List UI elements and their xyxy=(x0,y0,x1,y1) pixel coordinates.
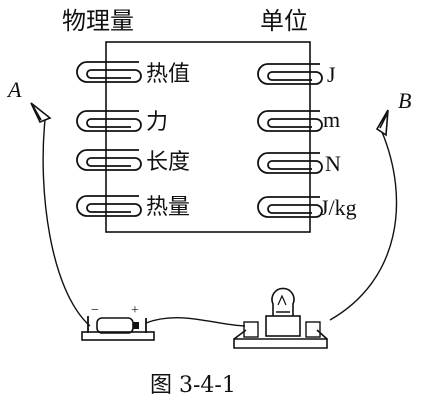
probe-b[interactable]: B xyxy=(329,88,411,321)
probe-b-lead xyxy=(329,131,398,321)
battery-holder: − + xyxy=(81,303,155,341)
battery-minus: − xyxy=(91,303,99,318)
unit-label: m xyxy=(323,107,340,132)
left-clips xyxy=(76,61,142,217)
battery-plus: + xyxy=(131,303,139,318)
figure-caption: 图 3-4-1 xyxy=(150,373,236,398)
paper-clip-icon[interactable] xyxy=(76,195,142,217)
quantity-label: 热量 xyxy=(146,195,190,220)
bulb-icon xyxy=(271,287,295,316)
right-clips xyxy=(257,63,323,218)
unit-label: J/kg xyxy=(320,195,357,220)
light-bulb xyxy=(233,287,328,349)
base-board xyxy=(233,329,328,349)
probe-a[interactable]: A xyxy=(6,77,91,327)
paper-clip-icon[interactable] xyxy=(257,196,323,218)
alligator-clip-icon xyxy=(375,109,389,137)
quantity-label: 长度 xyxy=(146,150,190,175)
battery-icon xyxy=(96,317,134,334)
header-quantity: 物理量 xyxy=(62,7,134,35)
quantity-label: 热值 xyxy=(146,62,190,87)
probe-a-lead xyxy=(42,119,91,327)
header-unit: 单位 xyxy=(260,7,308,35)
unit-label: J xyxy=(327,62,336,87)
connecting-wire xyxy=(145,317,246,327)
board xyxy=(105,41,311,233)
paper-clip-icon[interactable] xyxy=(257,110,323,132)
unit-label: N xyxy=(325,151,341,176)
probe-a-label: A xyxy=(6,77,22,102)
probe-b-label: B xyxy=(398,88,411,113)
paper-clip-icon[interactable] xyxy=(76,61,142,83)
quantity-label: 力 xyxy=(146,110,168,135)
paper-clip-icon[interactable] xyxy=(76,110,142,132)
paper-clip-icon[interactable] xyxy=(76,149,142,171)
paper-clip-icon[interactable] xyxy=(257,152,323,174)
paper-clip-icon[interactable] xyxy=(257,63,323,85)
alligator-clip-icon xyxy=(30,102,52,124)
